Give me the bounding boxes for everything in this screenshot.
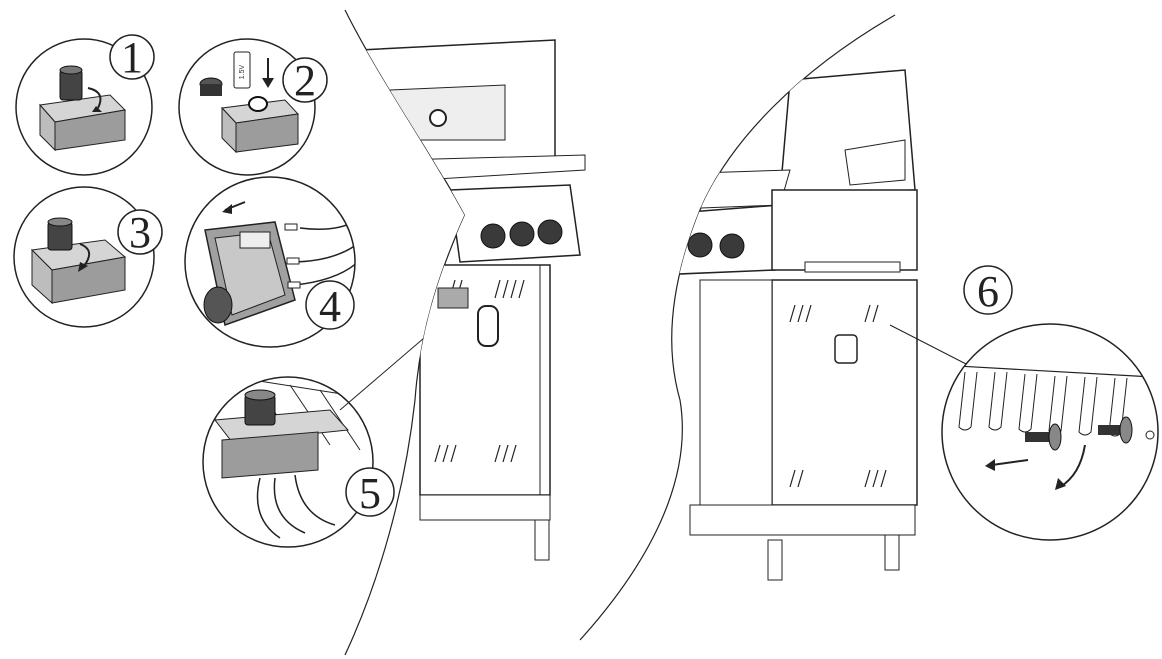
step-5-number: 5 [359,469,381,518]
igniter-module-mounted-icon [214,377,373,539]
step-1-number: 1 [121,33,143,82]
step-5-callout: 5 [202,376,395,548]
battery-label: 1.5V [239,64,246,79]
step-6-number: 6 [977,267,999,316]
step-6-leader-line [889,324,969,366]
step-2-number: 2 [294,56,316,105]
battery-insert-icon: 1.5V [199,51,300,154]
screw-fasten-icon [942,364,1158,490]
step-4-number: 4 [319,282,341,331]
igniter-wires-connect-icon [203,201,355,326]
step-3-callout: 3 [13,186,163,328]
igniter-cap-screw-icon [30,217,127,305]
step-2-callout: 1.5V 2 [178,38,328,176]
step-4-callout: 4 [184,176,356,348]
grill-front-view [344,9,586,656]
step-1-callout: 1 [15,33,155,176]
step-6-callout: 6 [941,265,1159,541]
igniter-cap-unscrew-icon [39,65,127,152]
grill-rear-view [579,14,918,641]
step-3-number: 3 [129,208,151,257]
